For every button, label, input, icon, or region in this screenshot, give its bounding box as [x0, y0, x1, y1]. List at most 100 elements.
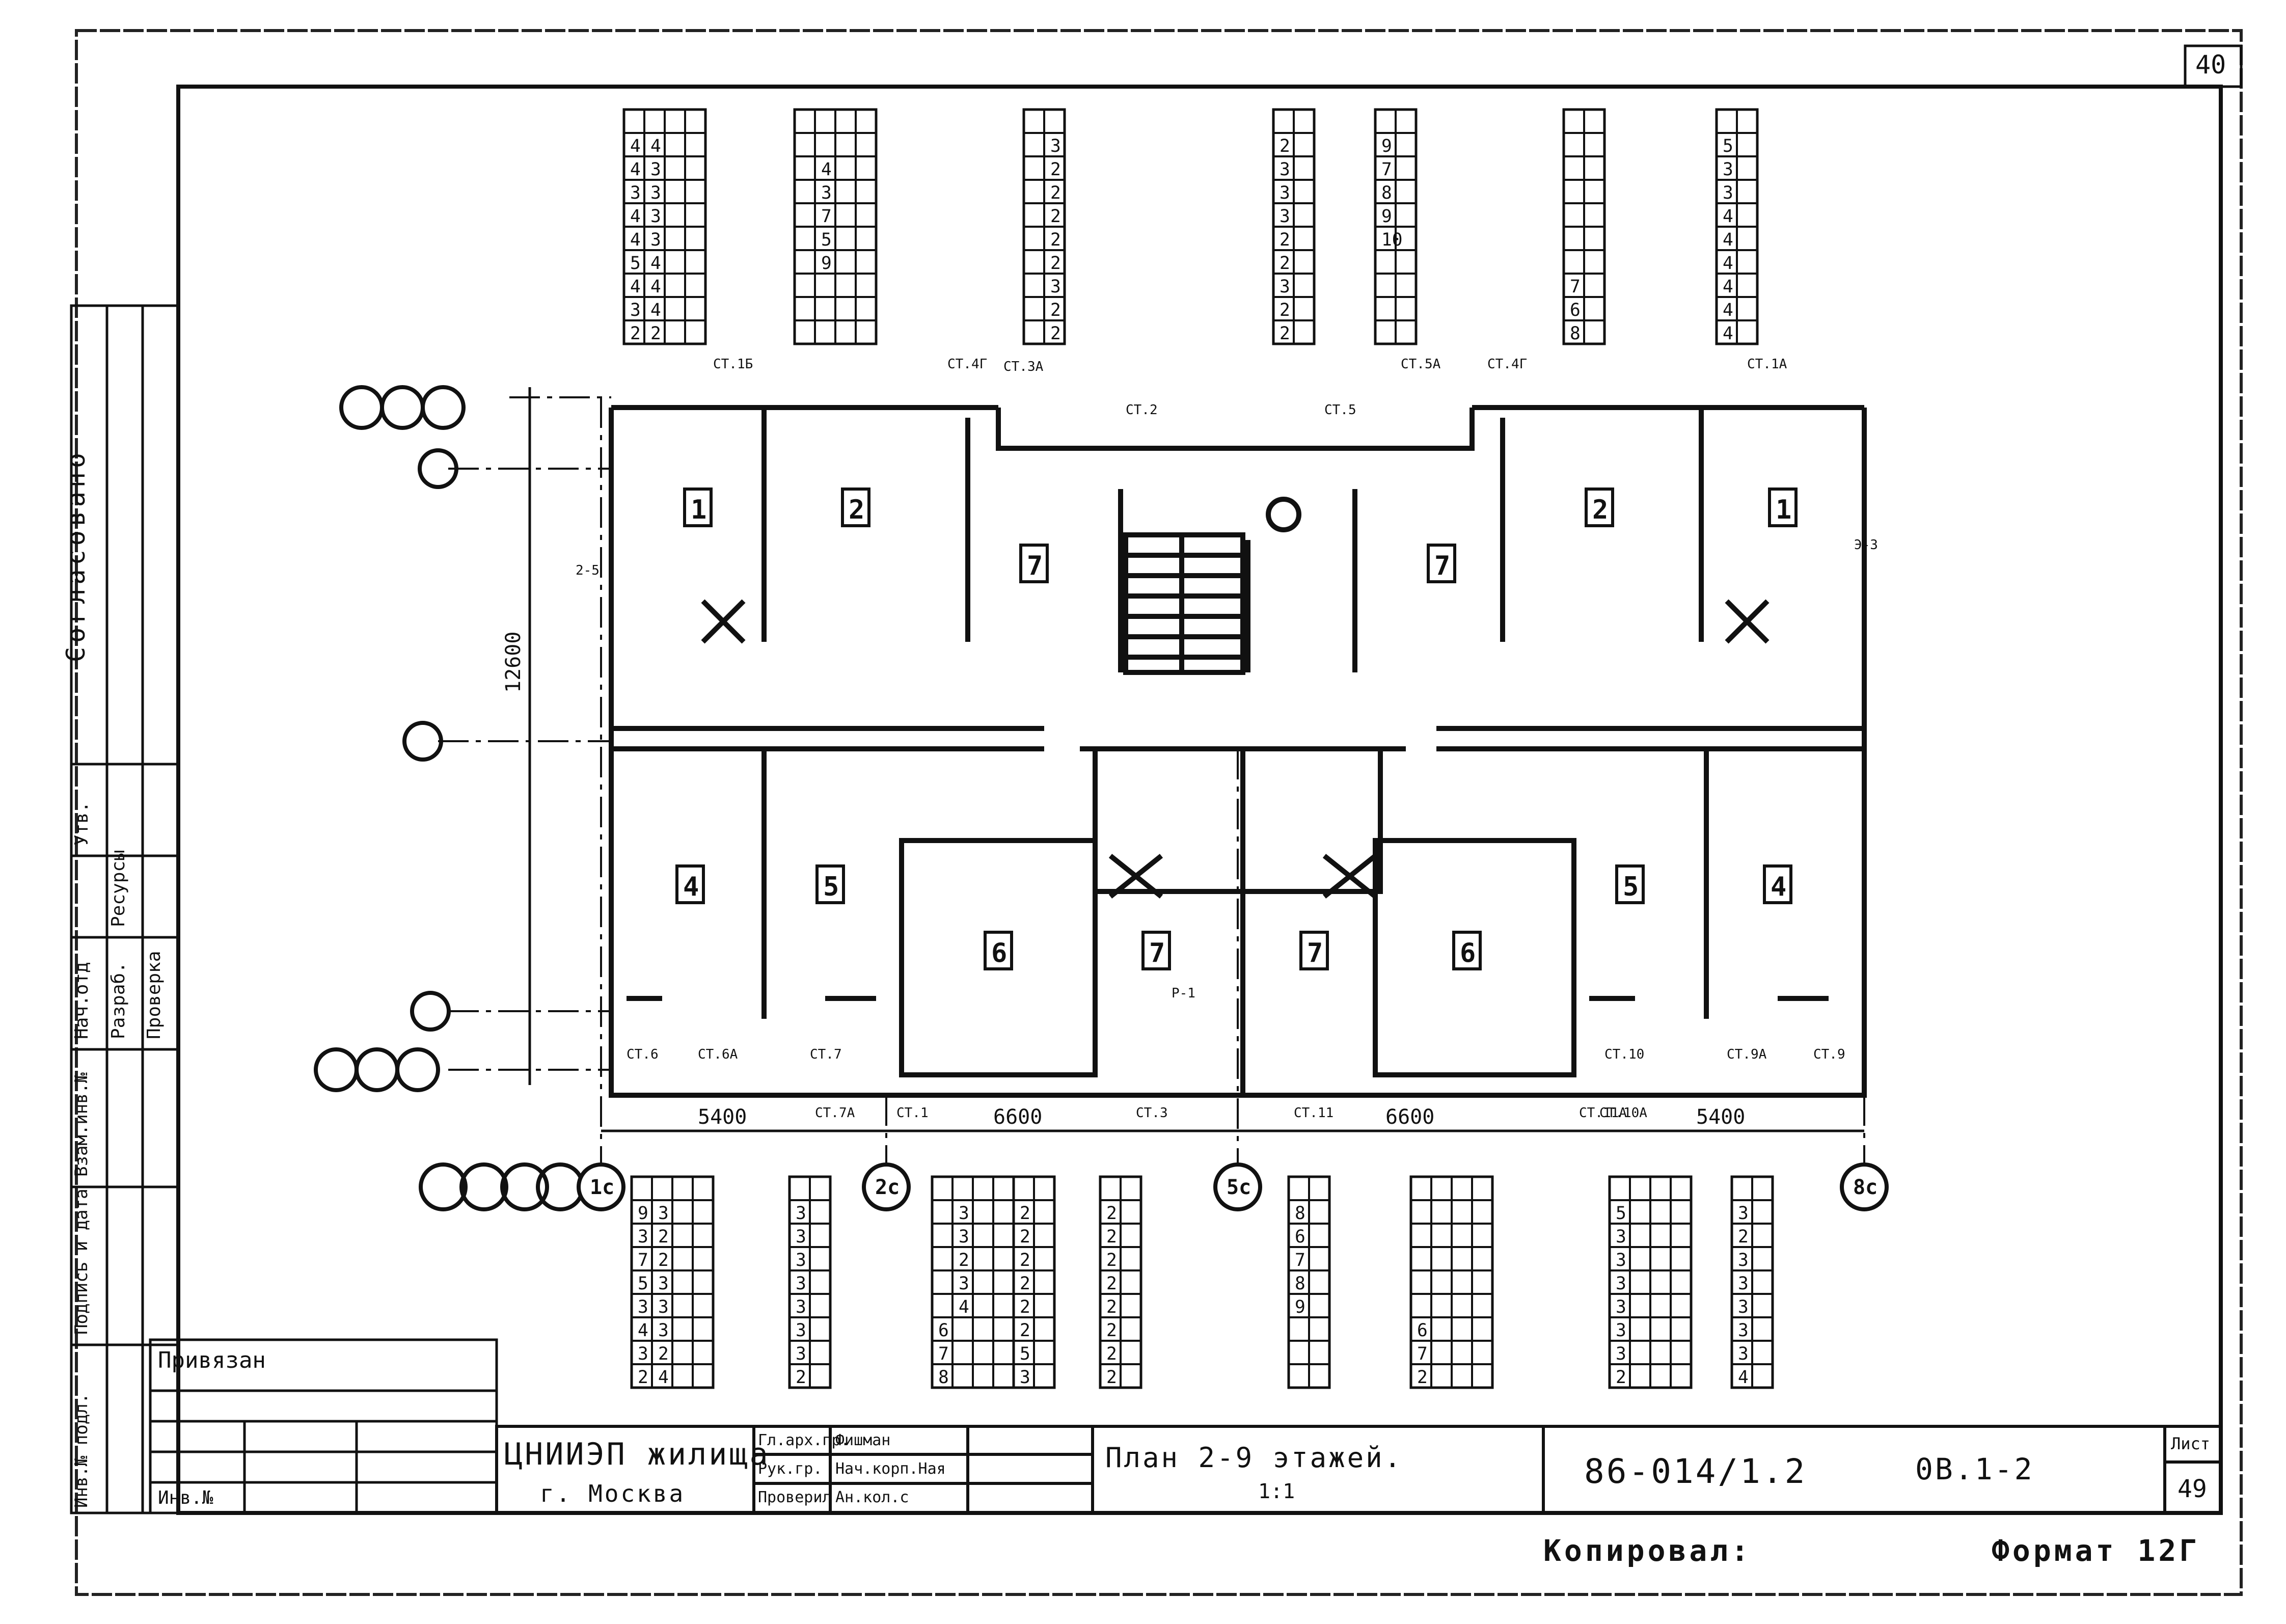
room-tag: 2: [1585, 488, 1614, 527]
schedule-cell: 6: [1570, 300, 1581, 320]
schedule-cell: 2: [1280, 323, 1290, 344]
room-tag: 7: [1299, 931, 1329, 970]
svg-text:4: 4: [1771, 872, 1786, 902]
schedule-cell: 2: [796, 1367, 806, 1388]
schedule-cell: 2: [1417, 1367, 1428, 1388]
schedule-cell: 2: [658, 1250, 669, 1270]
schedule-cell: 3: [1738, 1203, 1749, 1224]
schedule-cell: 4: [650, 300, 661, 320]
side-nach-otd: Нач.отд: [71, 962, 92, 1039]
equipment-tag: СТ.4Г: [1487, 357, 1528, 372]
svg-text:7: 7: [1149, 938, 1165, 968]
axis-bubbles-bottom: [577, 1162, 1889, 1211]
schedule-cell: 4: [1723, 230, 1733, 250]
schedule-cell: 2: [1020, 1250, 1030, 1270]
sheet-number-box: [2184, 44, 2243, 88]
schedule-cell: 2: [1020, 1203, 1030, 1224]
schedule-cell: 3: [658, 1297, 669, 1317]
side-resources: Ресурсы: [108, 850, 129, 927]
schedule-cell: 4: [630, 206, 641, 227]
schedule-cell: 4: [630, 159, 641, 180]
schedule-cell: 3: [650, 206, 661, 227]
schedule-cell: 4: [650, 253, 661, 274]
schedule-cell: 7: [1417, 1344, 1428, 1364]
schedule-cell: 3: [638, 1344, 648, 1364]
schedule-cell: 3: [1723, 183, 1733, 203]
schedule-cell: 3: [1616, 1250, 1626, 1270]
svg-text:5: 5: [823, 872, 839, 902]
role-2: Рук.гр.: [758, 1460, 823, 1478]
svg-text:6: 6: [1460, 938, 1476, 968]
schedule-cell: 2: [1106, 1227, 1117, 1247]
equipment-tag: СТ.1Б: [713, 357, 753, 372]
schedule-cell: 2: [1050, 230, 1061, 250]
schedule-cell: 2: [650, 323, 661, 344]
schedule-cell: 10: [1381, 230, 1403, 250]
dimension-4: 5400: [1696, 1105, 1746, 1129]
binding-label: Привязан: [158, 1347, 266, 1373]
drawing-title: План 2-9 этажей.: [1105, 1442, 1403, 1474]
equipment-tag: СТ.1А: [1747, 357, 1787, 372]
schedule-cell: 3: [1280, 206, 1290, 227]
axis-bubble-2c: [862, 1162, 911, 1211]
schedule-cell: 5: [1616, 1203, 1626, 1224]
schedule-cell: 2: [1020, 1227, 1030, 1247]
sheet-value: 49: [2178, 1475, 2207, 1503]
schedule-cell: 2: [1106, 1250, 1117, 1270]
schedule-cell: 9: [1381, 206, 1392, 227]
room-tag: 1: [683, 488, 713, 527]
name-2: Нач.корп.Ная: [835, 1460, 946, 1478]
schedule-cell: 3: [1616, 1274, 1626, 1294]
dimension-2: 6600: [993, 1105, 1043, 1129]
schedule-cell: 3: [650, 183, 661, 203]
equipment-tag: СТ.7А: [815, 1105, 855, 1121]
schedule-cell: 3: [796, 1344, 806, 1364]
room-tag: 6: [1452, 931, 1482, 970]
svg-text:1: 1: [1776, 495, 1791, 525]
sheet-code: 0В.1-2: [1915, 1452, 2034, 1486]
schedule-cell: 9: [638, 1203, 648, 1224]
room-tag: 1: [1768, 488, 1798, 527]
schedule-cell: 9: [1295, 1297, 1305, 1317]
schedule-cell: 3: [1738, 1297, 1749, 1317]
axis-label-8c: 8c: [1853, 1176, 1878, 1199]
schedule-cell: 3: [1280, 277, 1290, 297]
schedule-cell: 6: [938, 1320, 949, 1341]
room-tag: 7: [1019, 544, 1049, 583]
equipment-tag: СТ.2: [1126, 402, 1158, 418]
equipment-tag: СТ.3: [1136, 1105, 1168, 1121]
schedule-top-5: 768: [1562, 108, 1606, 345]
svg-text:1: 1: [691, 495, 706, 525]
schedule-cell: 2: [1050, 323, 1061, 344]
svg-text:2: 2: [1592, 495, 1608, 525]
schedule-cell: 3: [796, 1297, 806, 1317]
schedule-cell: 3: [1616, 1297, 1626, 1317]
title-block: [495, 1425, 2222, 1514]
equipment-tag: СТ.5: [1324, 402, 1356, 418]
schedule-cell: 4: [1723, 253, 1733, 274]
schedule-cell: 9: [821, 253, 832, 274]
dimension-1: 5400: [698, 1105, 747, 1129]
schedule-cell: 4: [630, 230, 641, 250]
overall-dimension: 12600: [502, 631, 525, 693]
equipment-tag: СТ.11А: [1579, 1105, 1627, 1121]
axis-bubbles-left: [314, 385, 585, 1211]
schedule-cell: 4: [650, 136, 661, 156]
schedule-cell: 3: [1723, 159, 1733, 180]
schedule-cell: 2: [630, 323, 641, 344]
schedule-cell: 3: [1738, 1250, 1749, 1270]
format-label: Формат 12Г: [1992, 1533, 2200, 1568]
schedule-cell: 2: [1020, 1274, 1030, 1294]
schedule-cell: 5: [821, 230, 832, 250]
svg-text:7: 7: [1307, 938, 1323, 968]
room-tag: 7: [1141, 931, 1171, 970]
role-3: Проверил: [758, 1488, 832, 1506]
equipment-tag: СТ.9: [1813, 1047, 1845, 1062]
schedule-cell: 2: [1106, 1320, 1117, 1341]
name-1: Фишман: [835, 1431, 891, 1449]
